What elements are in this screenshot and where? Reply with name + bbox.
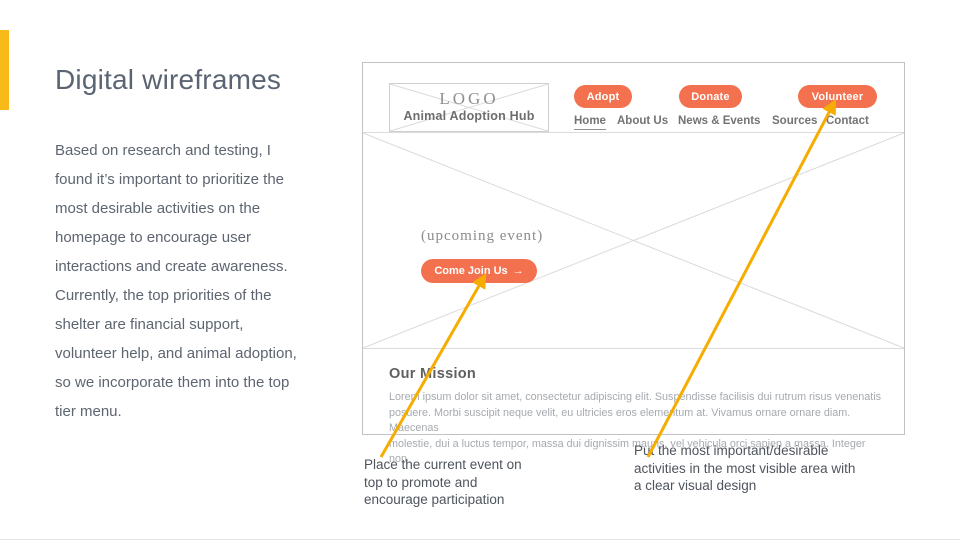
hero-image-placeholder: (upcoming event) Come Join Us →: [363, 133, 904, 349]
come-join-us-label: Come Join Us: [434, 265, 508, 277]
logo-text: LOGO: [439, 89, 499, 108]
slide-title: Digital wireframes: [55, 64, 282, 95]
adopt-button[interactable]: Adopt: [574, 85, 632, 108]
volunteer-button[interactable]: Volunteer: [798, 85, 877, 108]
upcoming-event-caption: (upcoming event): [421, 228, 544, 244]
nav-item-about-us[interactable]: About Us: [617, 115, 669, 127]
logo-placeholder: LOGO Animal Adoption Hub: [389, 83, 549, 132]
nav-item-home[interactable]: Home: [574, 115, 606, 130]
nav-item-sources[interactable]: Sources: [772, 115, 818, 127]
slide-body-text: Based on research and testing, I found i…: [55, 142, 297, 420]
nav-item-contact[interactable]: Contact: [826, 115, 869, 127]
mission-heading: Our Mission: [389, 366, 477, 382]
nav-item-news-events[interactable]: News & Events: [678, 115, 761, 127]
wireframe-header: LOGO Animal Adoption Hub Adopt Donate Vo…: [363, 63, 904, 133]
annotation-top-menu: Put the most important/desirable activit…: [634, 443, 856, 493]
wireframe-panel: LOGO Animal Adoption Hub Adopt Donate Vo…: [362, 62, 905, 465]
annotation-current-event: Place the current event on top to promot…: [364, 457, 522, 507]
come-join-us-button[interactable]: Come Join Us →: [421, 259, 537, 283]
donate-button[interactable]: Donate: [679, 85, 742, 108]
accent-bar: [0, 30, 9, 110]
site-name: Animal Adoption Hub: [403, 109, 535, 123]
placeholder-cross-icon: [390, 84, 548, 131]
right-arrow-icon: →: [512, 265, 524, 277]
mission-section: Our Mission Lorem ipsum dolor sit amet, …: [363, 349, 904, 465]
